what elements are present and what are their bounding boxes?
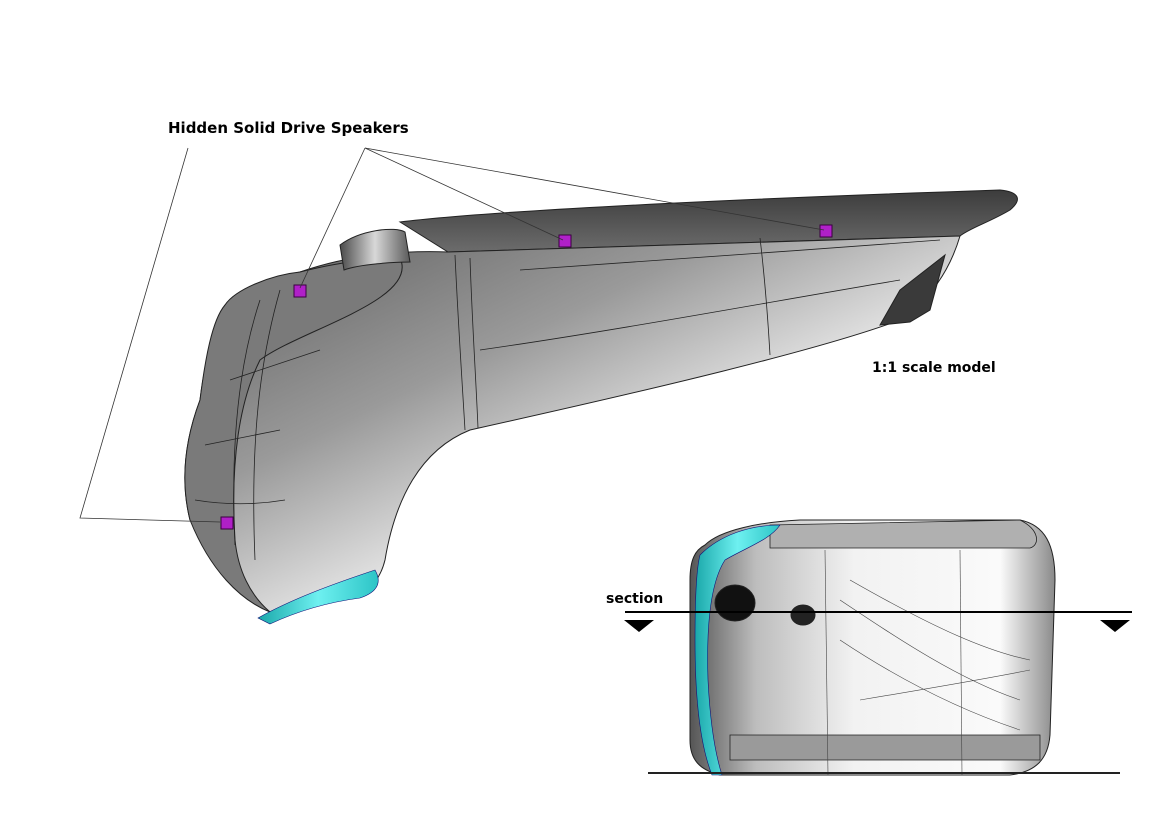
section-bottom-band — [729, 734, 1041, 761]
section-top-ridge — [769, 519, 1037, 549]
leader-lines — [79, 147, 825, 523]
section-view — [624, 519, 1132, 776]
model-surface-lines — [194, 237, 941, 561]
section-surface-lines — [824, 549, 1031, 776]
model-neck — [339, 228, 411, 271]
scale-label: 1:1 scale model — [872, 360, 996, 376]
section-hole-small — [790, 604, 816, 626]
speakers-label: Hidden Solid Drive Speakers — [168, 119, 409, 137]
section-arrow-right — [1100, 620, 1130, 632]
section-cut-face — [694, 524, 781, 776]
section-arrow-left — [624, 620, 654, 632]
speaker-marker-top-mid — [558, 234, 572, 248]
model-arm-top — [398, 189, 1018, 253]
main-model — [184, 189, 1018, 625]
section-hole-large — [714, 584, 756, 622]
model-rear-block — [879, 253, 946, 326]
section-label: section — [606, 591, 664, 607]
section-body — [689, 519, 1056, 776]
speaker-marker-bottom — [220, 516, 234, 530]
model-cut-face — [257, 569, 379, 625]
speaker-marker-top-right — [819, 224, 833, 238]
speaker-markers — [220, 224, 833, 530]
speaker-marker-top-left — [293, 284, 307, 298]
